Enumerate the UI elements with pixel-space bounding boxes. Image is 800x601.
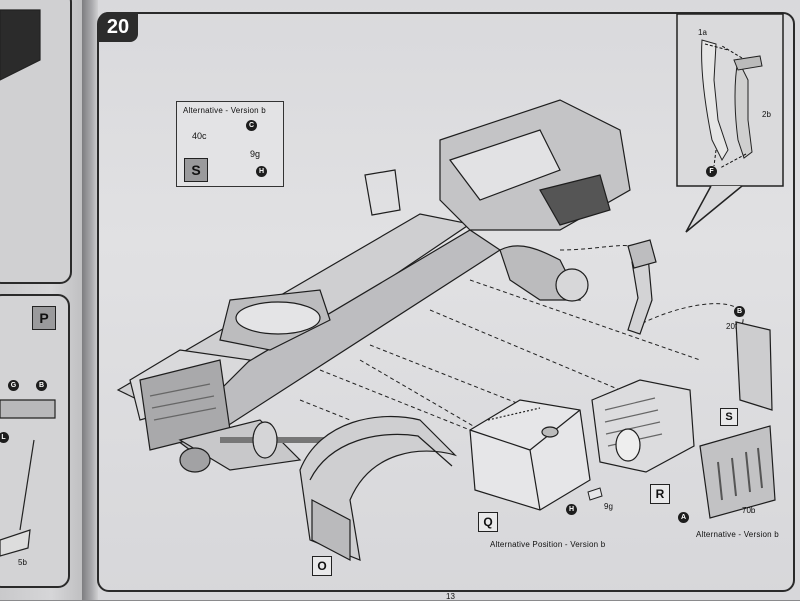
- callout-g-left: G: [8, 380, 19, 391]
- pin-9g: [587, 487, 603, 501]
- exhaust-pipe: [627, 239, 657, 335]
- callout-b-bracket: B: [734, 306, 745, 317]
- page-fold: [82, 0, 98, 600]
- part-40c-label: 40c: [192, 131, 207, 141]
- callout-b-left: B: [36, 380, 47, 391]
- section-tag-p: P: [32, 306, 56, 330]
- alt-version-b-label: Alternative - Version b: [696, 530, 779, 539]
- inset-box: [676, 13, 784, 233]
- part-5b-label: 5b: [18, 558, 27, 567]
- callout-c: C: [246, 120, 257, 131]
- callout-h-tank: H: [566, 504, 577, 515]
- left-page-drawing: [0, 9, 56, 557]
- section-tag-s-alt: S: [184, 158, 208, 182]
- callout-a: A: [678, 512, 689, 523]
- section-tag-s: S: [720, 408, 738, 426]
- truck-chassis: [116, 99, 631, 473]
- callout-l-left: L: [0, 432, 9, 443]
- callout-h-alt: H: [256, 166, 267, 177]
- part-9g-alt-label: 9g: [250, 149, 261, 159]
- rear-fender: [299, 415, 458, 561]
- battery-box: [591, 379, 695, 473]
- part-70b-label: 70b: [742, 506, 756, 515]
- section-tag-o: O: [312, 556, 332, 576]
- alt-position-label: Alternative Position - Version b: [490, 540, 606, 549]
- step-panel: [97, 12, 795, 592]
- part-9g-tank-label: 9g: [604, 502, 613, 511]
- mount-bracket: [699, 321, 776, 519]
- page-number: 13: [446, 592, 455, 601]
- part-2b-label: 2b: [762, 110, 771, 119]
- part-20f-label: 20f: [726, 322, 738, 331]
- fuel-tank: [469, 399, 591, 511]
- part-1a-label: 1a: [698, 28, 707, 37]
- section-tag-q: Q: [478, 512, 498, 532]
- step-number: 20: [98, 12, 138, 42]
- section-tag-r: R: [650, 484, 670, 504]
- callout-f: F: [706, 166, 717, 177]
- alt-box-title: Alternative - Version b: [183, 106, 266, 115]
